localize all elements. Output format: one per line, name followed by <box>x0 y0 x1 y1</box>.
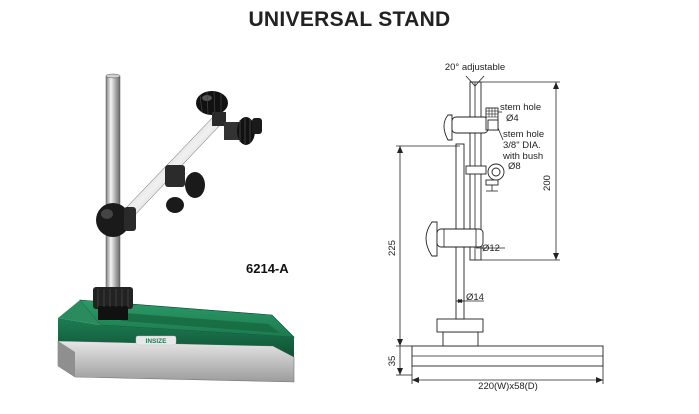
svg-text:Ø4: Ø4 <box>506 113 519 124</box>
dim-base-width: 220(W)x58(D) <box>411 366 604 392</box>
model-number: 6214-A <box>246 261 289 276</box>
dia-14-label: Ø14 <box>456 292 484 303</box>
svg-text:225: 225 <box>387 240 398 256</box>
angle-mark: 20° adjustable <box>445 62 505 87</box>
drawing-base <box>411 318 604 367</box>
stem-hole-label-2: stem hole 3/8" DIA. with bush Ø8 <box>497 127 544 172</box>
svg-text:35: 35 <box>387 356 398 367</box>
indicator-holder <box>224 117 262 145</box>
page-title: UNIVERSAL STAND <box>248 8 451 31</box>
drawing-mid-holder <box>465 163 505 192</box>
brand-logo: INSIZE <box>135 335 177 346</box>
drawing-lower-clamp <box>425 221 484 257</box>
dim-200: 200 <box>481 81 560 261</box>
svg-text:Ø8: Ø8 <box>508 161 521 172</box>
svg-text:stem hole: stem hole <box>503 129 544 140</box>
stand-base: INSIZE <box>57 299 295 383</box>
svg-text:stem hole: stem hole <box>500 102 541 113</box>
svg-text:Ø14: Ø14 <box>466 292 484 303</box>
drawing-upper-clamp <box>443 107 499 141</box>
stem-hole-label-1: stem hole Ø4 <box>498 102 541 124</box>
svg-text:220(W)x58(D): 220(W)x58(D) <box>478 381 538 392</box>
dia-12-label: Ø12 <box>476 243 505 254</box>
svg-text:Ø12: Ø12 <box>482 243 500 254</box>
svg-text:with bush: with bush <box>502 151 543 162</box>
dim-35: 35 <box>387 345 412 376</box>
stand-post <box>93 73 133 320</box>
dim-225: 225 <box>387 145 460 346</box>
top-knob <box>196 90 228 126</box>
svg-text:20° adjustable: 20° adjustable <box>445 62 505 73</box>
svg-text:INSIZE: INSIZE <box>146 338 168 345</box>
svg-text:200: 200 <box>542 175 553 191</box>
mid-clamp <box>165 165 205 213</box>
svg-text:3/8" DIA.: 3/8" DIA. <box>503 140 541 151</box>
main-clamp-knob <box>96 203 136 237</box>
